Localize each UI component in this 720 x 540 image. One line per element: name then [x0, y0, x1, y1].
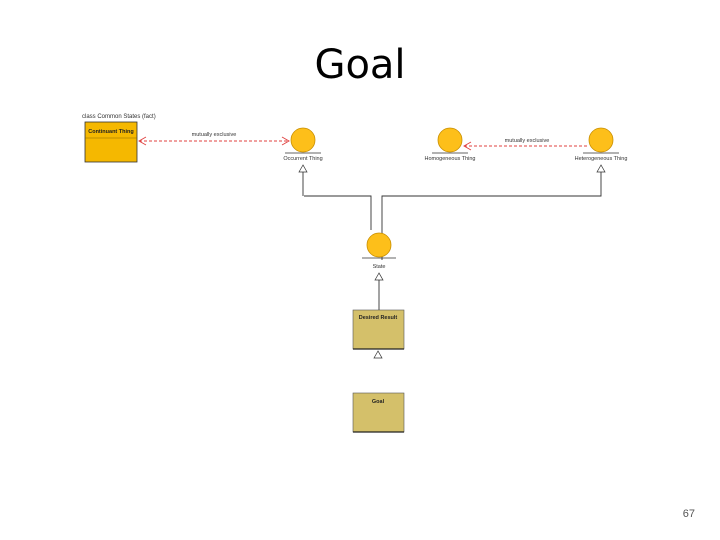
- mutually-exclusive-relation-left: mutually exclusive: [138, 132, 290, 146]
- mutually-exclusive-relation-right: mutually exclusive: [463, 138, 588, 151]
- state-object[interactable]: State: [362, 232, 396, 281]
- continuant-thing-class[interactable]: Continuant Thing: [84, 121, 138, 163]
- occurrent-thing-object[interactable]: Occurrent Thing: [283, 127, 323, 173]
- heterogeneous-thing-label: Heterogeneous Thing: [575, 156, 628, 162]
- mutually-exclusive-label-right: mutually exclusive: [505, 138, 550, 144]
- homogeneous-thing-object[interactable]: Homogeneous Thing: [425, 127, 476, 162]
- generalization-connectors: [302, 172, 602, 260]
- goal-class[interactable]: Goal: [352, 392, 405, 433]
- mutually-exclusive-label-left: mutually exclusive: [192, 132, 237, 138]
- goal-label: Goal: [372, 399, 385, 405]
- desired-result-class[interactable]: Desired Result: [352, 309, 405, 359]
- slide-title: Goal: [314, 42, 406, 88]
- occurrent-thing-label: Occurrent Thing: [283, 156, 322, 162]
- page-number: 67: [682, 508, 695, 520]
- diagram-frame-label: class Common States (fact): [82, 114, 156, 120]
- heterogeneous-thing-object[interactable]: Heterogeneous Thing: [575, 127, 628, 173]
- continuant-thing-label: Continuant Thing: [88, 129, 134, 135]
- desired-result-label: Desired Result: [359, 315, 398, 321]
- state-label: State: [373, 264, 386, 270]
- homogeneous-thing-label: Homogeneous Thing: [425, 156, 476, 162]
